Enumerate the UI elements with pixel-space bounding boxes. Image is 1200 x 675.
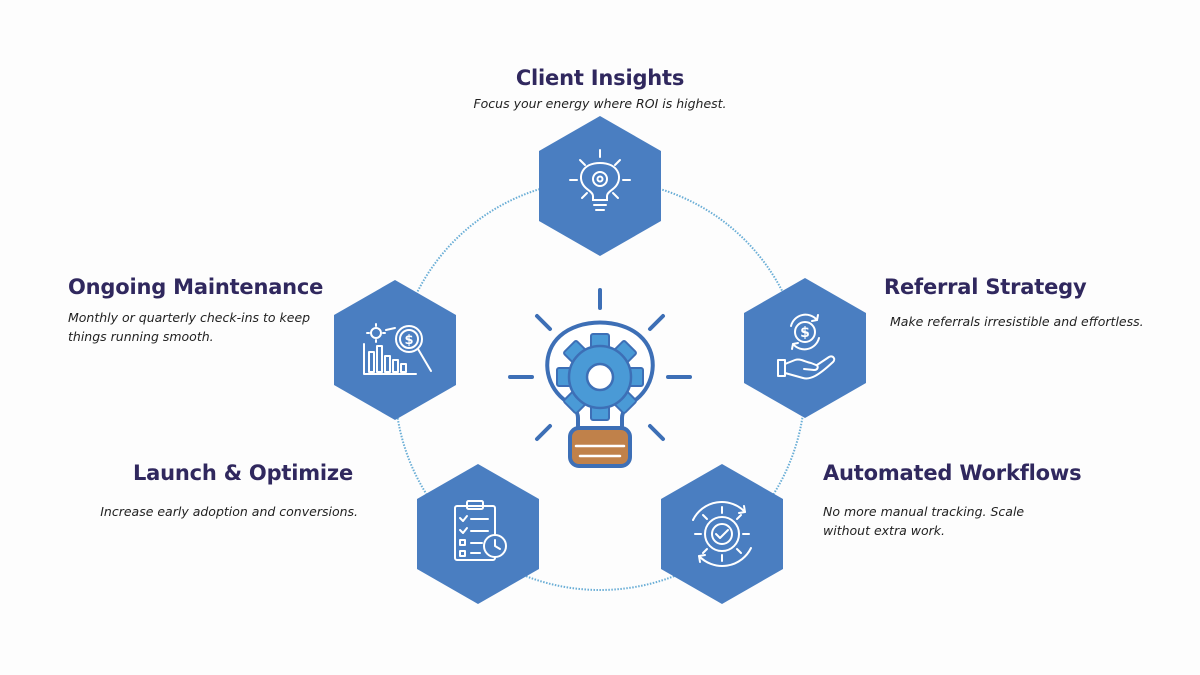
checklist-clock-icon bbox=[454, 500, 507, 561]
step-description-client-insights: Focus your energy where ROI is highest. bbox=[473, 96, 727, 111]
hexagon-automated-workflows bbox=[661, 464, 783, 604]
step-title-launch-optimize: Launch & Optimize bbox=[132, 461, 353, 485]
hand-dollar-icon bbox=[777, 313, 836, 380]
step-title-referral-strategy: Referral Strategy bbox=[884, 275, 1087, 299]
step-title-client-insights: Client Insights bbox=[515, 66, 685, 90]
magnifier-dollar-sign: $ bbox=[404, 333, 413, 348]
hexagon-client-insights bbox=[539, 116, 661, 256]
center-gear-icon bbox=[556, 333, 644, 421]
hexagon-ongoing-maintenance: $ bbox=[334, 280, 456, 420]
lightbulb-gear-icon bbox=[569, 149, 631, 211]
step-title-ongoing-maintenance: Ongoing Maintenance bbox=[68, 275, 324, 299]
step-description-launch-optimize: Increase early adoption and conversions. bbox=[100, 504, 358, 519]
step-title-automated-workflows: Automated Workflows bbox=[823, 461, 1082, 485]
hexagon-launch-optimize bbox=[417, 464, 539, 604]
step-description-ongoing-maintenance: Monthly or quarterly check-ins to keep t… bbox=[68, 310, 311, 344]
hexagon-referral-strategy: $ bbox=[744, 278, 866, 418]
center-lightbulb-icon bbox=[508, 288, 692, 468]
chart-magnifier-dollar-icon bbox=[363, 323, 432, 375]
hand-dollar-sign: $ bbox=[800, 325, 810, 341]
gear-cycle-check-icon bbox=[692, 501, 752, 567]
step-description-referral-strategy: Make referrals irresistible and effortle… bbox=[890, 314, 1144, 329]
step-description-automated-workflows: No more manual tracking. Scale without e… bbox=[823, 504, 1025, 538]
